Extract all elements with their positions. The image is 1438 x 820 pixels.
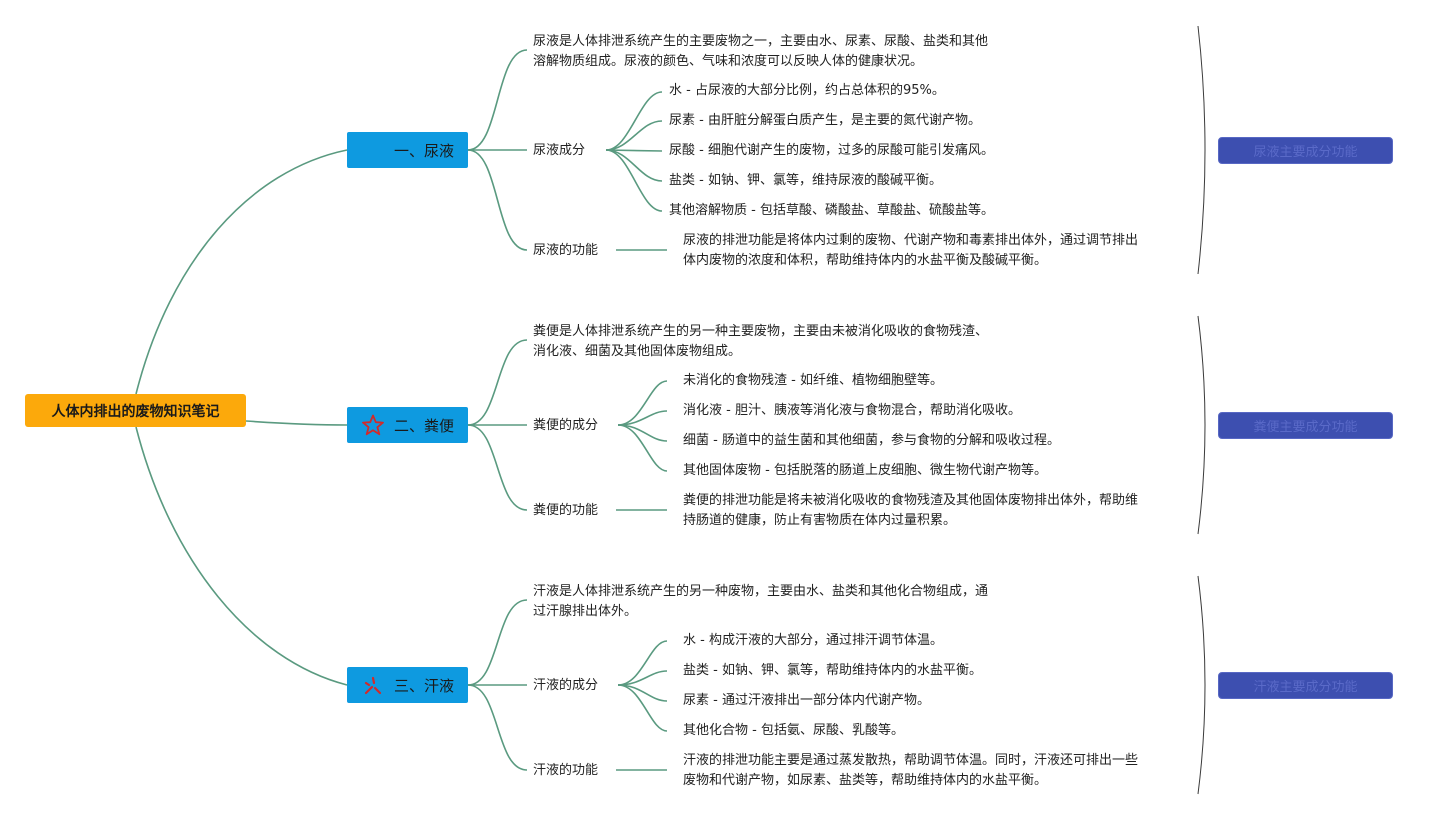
sweat-component[interactable]: 盐类 - 如钠、钾、氯等，帮助维持体内的水盐平衡。 bbox=[683, 663, 982, 678]
star-icon bbox=[362, 414, 384, 436]
summary-brackets bbox=[1197, 25, 1206, 795]
sweat-components-label[interactable]: 汗液的成分 bbox=[533, 678, 599, 693]
summary-feces[interactable]: 粪便主要成分功能 bbox=[1218, 412, 1393, 439]
branch-label: 二、粪便 bbox=[393, 416, 454, 435]
urine-intro[interactable]: 尿液是人体排泄系统产生的主要废物之一，主要由水、尿素、尿酸、盐类和其他 溶解物质… bbox=[533, 34, 989, 69]
branch-sweat[interactable]: 三、汗液 bbox=[347, 667, 468, 703]
sweat-component[interactable]: 尿素 - 通过汗液排出一部分体内代谢产物。 bbox=[683, 693, 930, 708]
sweat-component[interactable]: 水 - 构成汗液的大部分，通过排汗调节体温。 bbox=[683, 633, 943, 648]
sweat-function-text[interactable]: 汗液的排泄功能主要是通过蒸发散热，帮助调节体温。同时，汗液还可排出一些 废物和代… bbox=[683, 753, 1139, 788]
branch-label: 一、尿液 bbox=[393, 141, 454, 160]
branch-feces[interactable]: 二、粪便 bbox=[347, 407, 468, 443]
urine-component[interactable]: 尿素 - 由肝脏分解蛋白质产生，是主要的氮代谢产物。 bbox=[669, 113, 981, 128]
sparkle-icon bbox=[364, 676, 382, 695]
urine-function-text[interactable]: 尿液的排泄功能是将体内过剩的废物、代谢产物和毒素排出体外，通过调节排出 体内废物… bbox=[683, 233, 1139, 268]
urine-component[interactable]: 其他溶解物质 - 包括草酸、磷酸盐、草酸盐、硫酸盐等。 bbox=[669, 203, 994, 218]
feces-function-label[interactable]: 粪便的功能 bbox=[533, 503, 599, 518]
feces-component[interactable]: 其他固体废物 - 包括脱落的肠道上皮细胞、微生物代谢产物等。 bbox=[683, 463, 1047, 478]
sweat-intro[interactable]: 汗液是人体排泄系统产生的另一种废物，主要由水、盐类和其他化合物组成，通 过汗腺排… bbox=[533, 584, 989, 619]
urine-component[interactable]: 水 - 占尿液的大部分比例，约占总体积的95%。 bbox=[669, 83, 945, 98]
summary-urine[interactable]: 尿液主要成分功能 bbox=[1218, 137, 1393, 164]
branch-urine[interactable]: 一、尿液 bbox=[347, 132, 468, 168]
summary-sweat[interactable]: 汗液主要成分功能 bbox=[1218, 672, 1393, 699]
feces-component[interactable]: 消化液 - 胆汁、胰液等消化液与食物混合，帮助消化吸收。 bbox=[683, 403, 1021, 418]
feces-intro[interactable]: 粪便是人体排泄系统产生的另一种主要废物，主要由未被消化吸收的食物残渣、 消化液、… bbox=[533, 324, 989, 359]
feces-component[interactable]: 细菌 - 肠道中的益生菌和其他细菌，参与食物的分解和吸收过程。 bbox=[683, 433, 1060, 448]
feces-components-label[interactable]: 粪便的成分 bbox=[533, 418, 599, 433]
root-topic[interactable]: 人体内排出的废物知识笔记 bbox=[25, 394, 246, 427]
urine-components-label[interactable]: 尿液成分 bbox=[533, 143, 586, 158]
urine-function-label[interactable]: 尿液的功能 bbox=[533, 243, 599, 258]
sweat-function-label[interactable]: 汗液的功能 bbox=[533, 763, 599, 778]
urine-component[interactable]: 尿酸 - 细胞代谢产生的废物，过多的尿酸可能引发痛风。 bbox=[669, 143, 994, 158]
branch-label: 三、汗液 bbox=[393, 676, 454, 695]
feces-component[interactable]: 未消化的食物残渣 - 如纤维、植物细胞壁等。 bbox=[683, 373, 943, 388]
sweat-component[interactable]: 其他化合物 - 包括氨、尿酸、乳酸等。 bbox=[683, 723, 904, 738]
urine-component[interactable]: 盐类 - 如钠、钾、氯等，维持尿液的酸碱平衡。 bbox=[669, 173, 942, 188]
feces-function-text[interactable]: 粪便的排泄功能是将未被消化吸收的食物残渣及其他固体废物排出体外，帮助维 持肠道的… bbox=[683, 493, 1139, 528]
